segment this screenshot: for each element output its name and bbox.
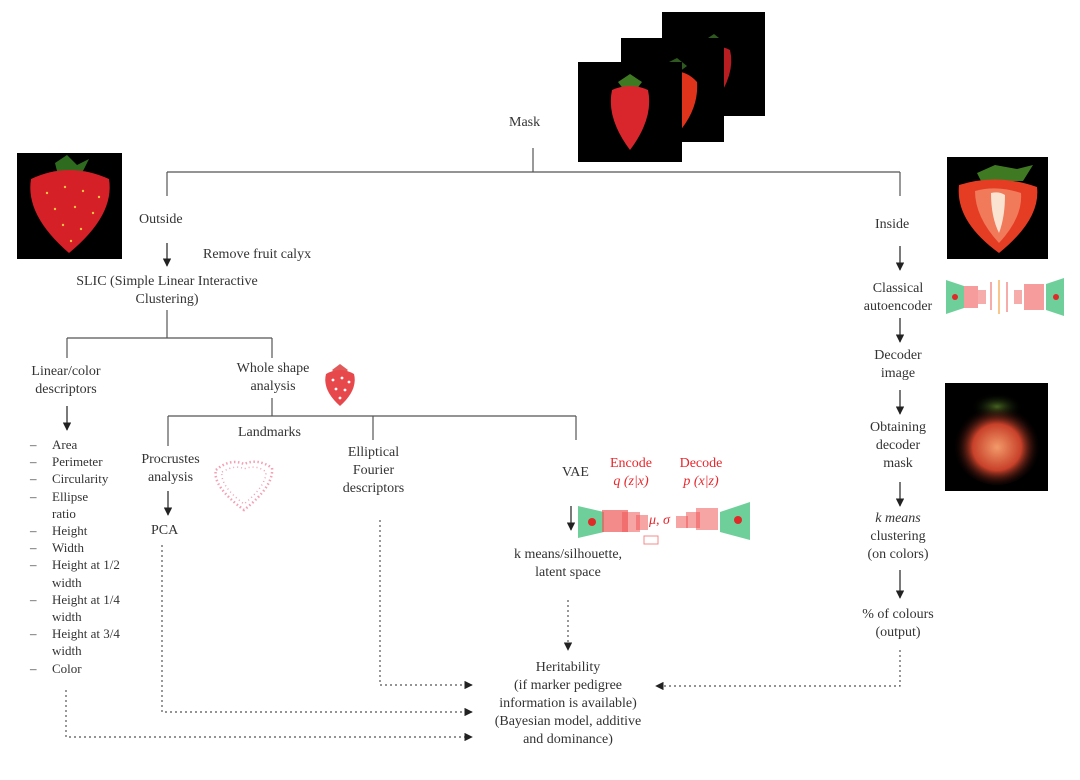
outside-label: Outside <box>139 212 183 227</box>
strawberry-shape-icon <box>325 364 355 406</box>
percent-colours-label: % of colours (output) <box>862 607 934 640</box>
list-item: Color <box>30 660 132 677</box>
procrustes-label: Procrustes analysis <box>141 452 200 485</box>
list-item: Perimeter <box>30 453 132 470</box>
kmeans-silhouette-label: k means/silhouette, latent space <box>513 547 623 580</box>
list-item: Height at 1/4 width <box>30 591 132 625</box>
vae-network-icon <box>578 502 750 545</box>
inside-label: Inside <box>875 217 910 232</box>
list-item: Height at 3/4 width <box>30 625 132 659</box>
list-item: Height <box>30 522 132 539</box>
vae-label: VAE <box>562 465 589 480</box>
decode-label: Decode p (x|z) <box>679 456 723 489</box>
linear-color-descriptors-label: Linear/color descriptors <box>31 364 101 397</box>
list-item: Circularity <box>30 470 132 487</box>
pca-label: PCA <box>151 523 179 538</box>
list-item: Height at 1/2 width <box>30 556 132 590</box>
mask-label: Mask <box>509 115 541 130</box>
remove-calyx-label: Remove fruit calyx <box>203 247 312 262</box>
list-item: Width <box>30 539 132 556</box>
encode-label: Encode q (z|x) <box>610 456 652 489</box>
classical-autoencoder-label: Classical autoencoder <box>863 281 933 314</box>
landmark-outline-icon <box>214 460 274 512</box>
list-item: Area <box>30 436 132 453</box>
mu-sigma-label: μ, σ <box>649 513 670 528</box>
elliptical-fourier-label: Elliptical Fourier descriptors <box>342 445 405 496</box>
heritability-label: Heritability (if marker pedigree informa… <box>494 660 642 747</box>
list-item: Ellipse ratio <box>30 488 108 522</box>
strawberry-icon <box>30 155 110 253</box>
strawberry-icon <box>610 74 650 150</box>
strawberry-icon <box>958 165 1038 253</box>
autoencoder-network-icon <box>946 278 1064 316</box>
kmeans-colors-label: k means clustering (on colors) <box>867 511 929 562</box>
strawberry-icon <box>953 393 1041 485</box>
decoder-strawberry-image <box>945 383 1048 491</box>
decoder-image-label: Decoder image <box>874 348 922 381</box>
landmarks-label: Landmarks <box>238 425 301 440</box>
slic-label: SLIC (Simple Linear Interactive Clusteri… <box>76 274 258 307</box>
outside-strawberry-image <box>17 153 122 259</box>
inside-strawberry-image <box>947 157 1048 259</box>
descriptor-list: Area Perimeter Circularity Ellipse ratio… <box>30 436 132 677</box>
obtaining-decoder-mask-label: Obtaining decoder mask <box>870 420 926 471</box>
whole-shape-analysis-label: Whole shape analysis <box>236 361 310 394</box>
mask-image-front <box>578 62 682 162</box>
